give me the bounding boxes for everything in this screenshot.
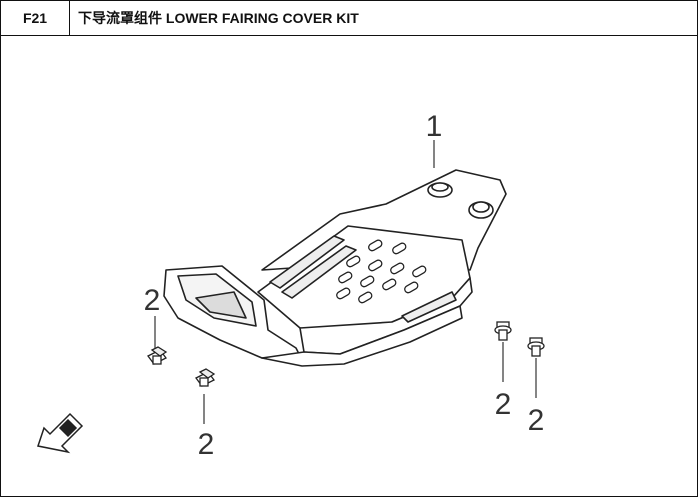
section-title: 下导流罩组件 LOWER FAIRING COVER KIT <box>78 10 359 26</box>
lower-fairing-cover <box>163 169 507 367</box>
front-direction-arrow-icon <box>37 412 84 454</box>
callout-bolt-b: 2 <box>198 428 215 461</box>
callout-bolt-c: 2 <box>495 388 512 421</box>
bolt-b <box>195 368 216 387</box>
title-bar: F21 下导流罩组件 LOWER FAIRING COVER KIT <box>1 1 697 36</box>
callout-bolt-d: 2 <box>528 404 545 437</box>
bolt-d <box>527 337 545 357</box>
bolt-c <box>494 321 512 341</box>
callout-part-1: 1 <box>426 110 443 143</box>
vent-slots <box>336 239 427 304</box>
leader-lines-bolts <box>154 316 537 424</box>
section-code: F21 <box>1 1 70 35</box>
callout-bolt-a: 2 <box>144 284 161 317</box>
bolt-a <box>147 346 168 365</box>
